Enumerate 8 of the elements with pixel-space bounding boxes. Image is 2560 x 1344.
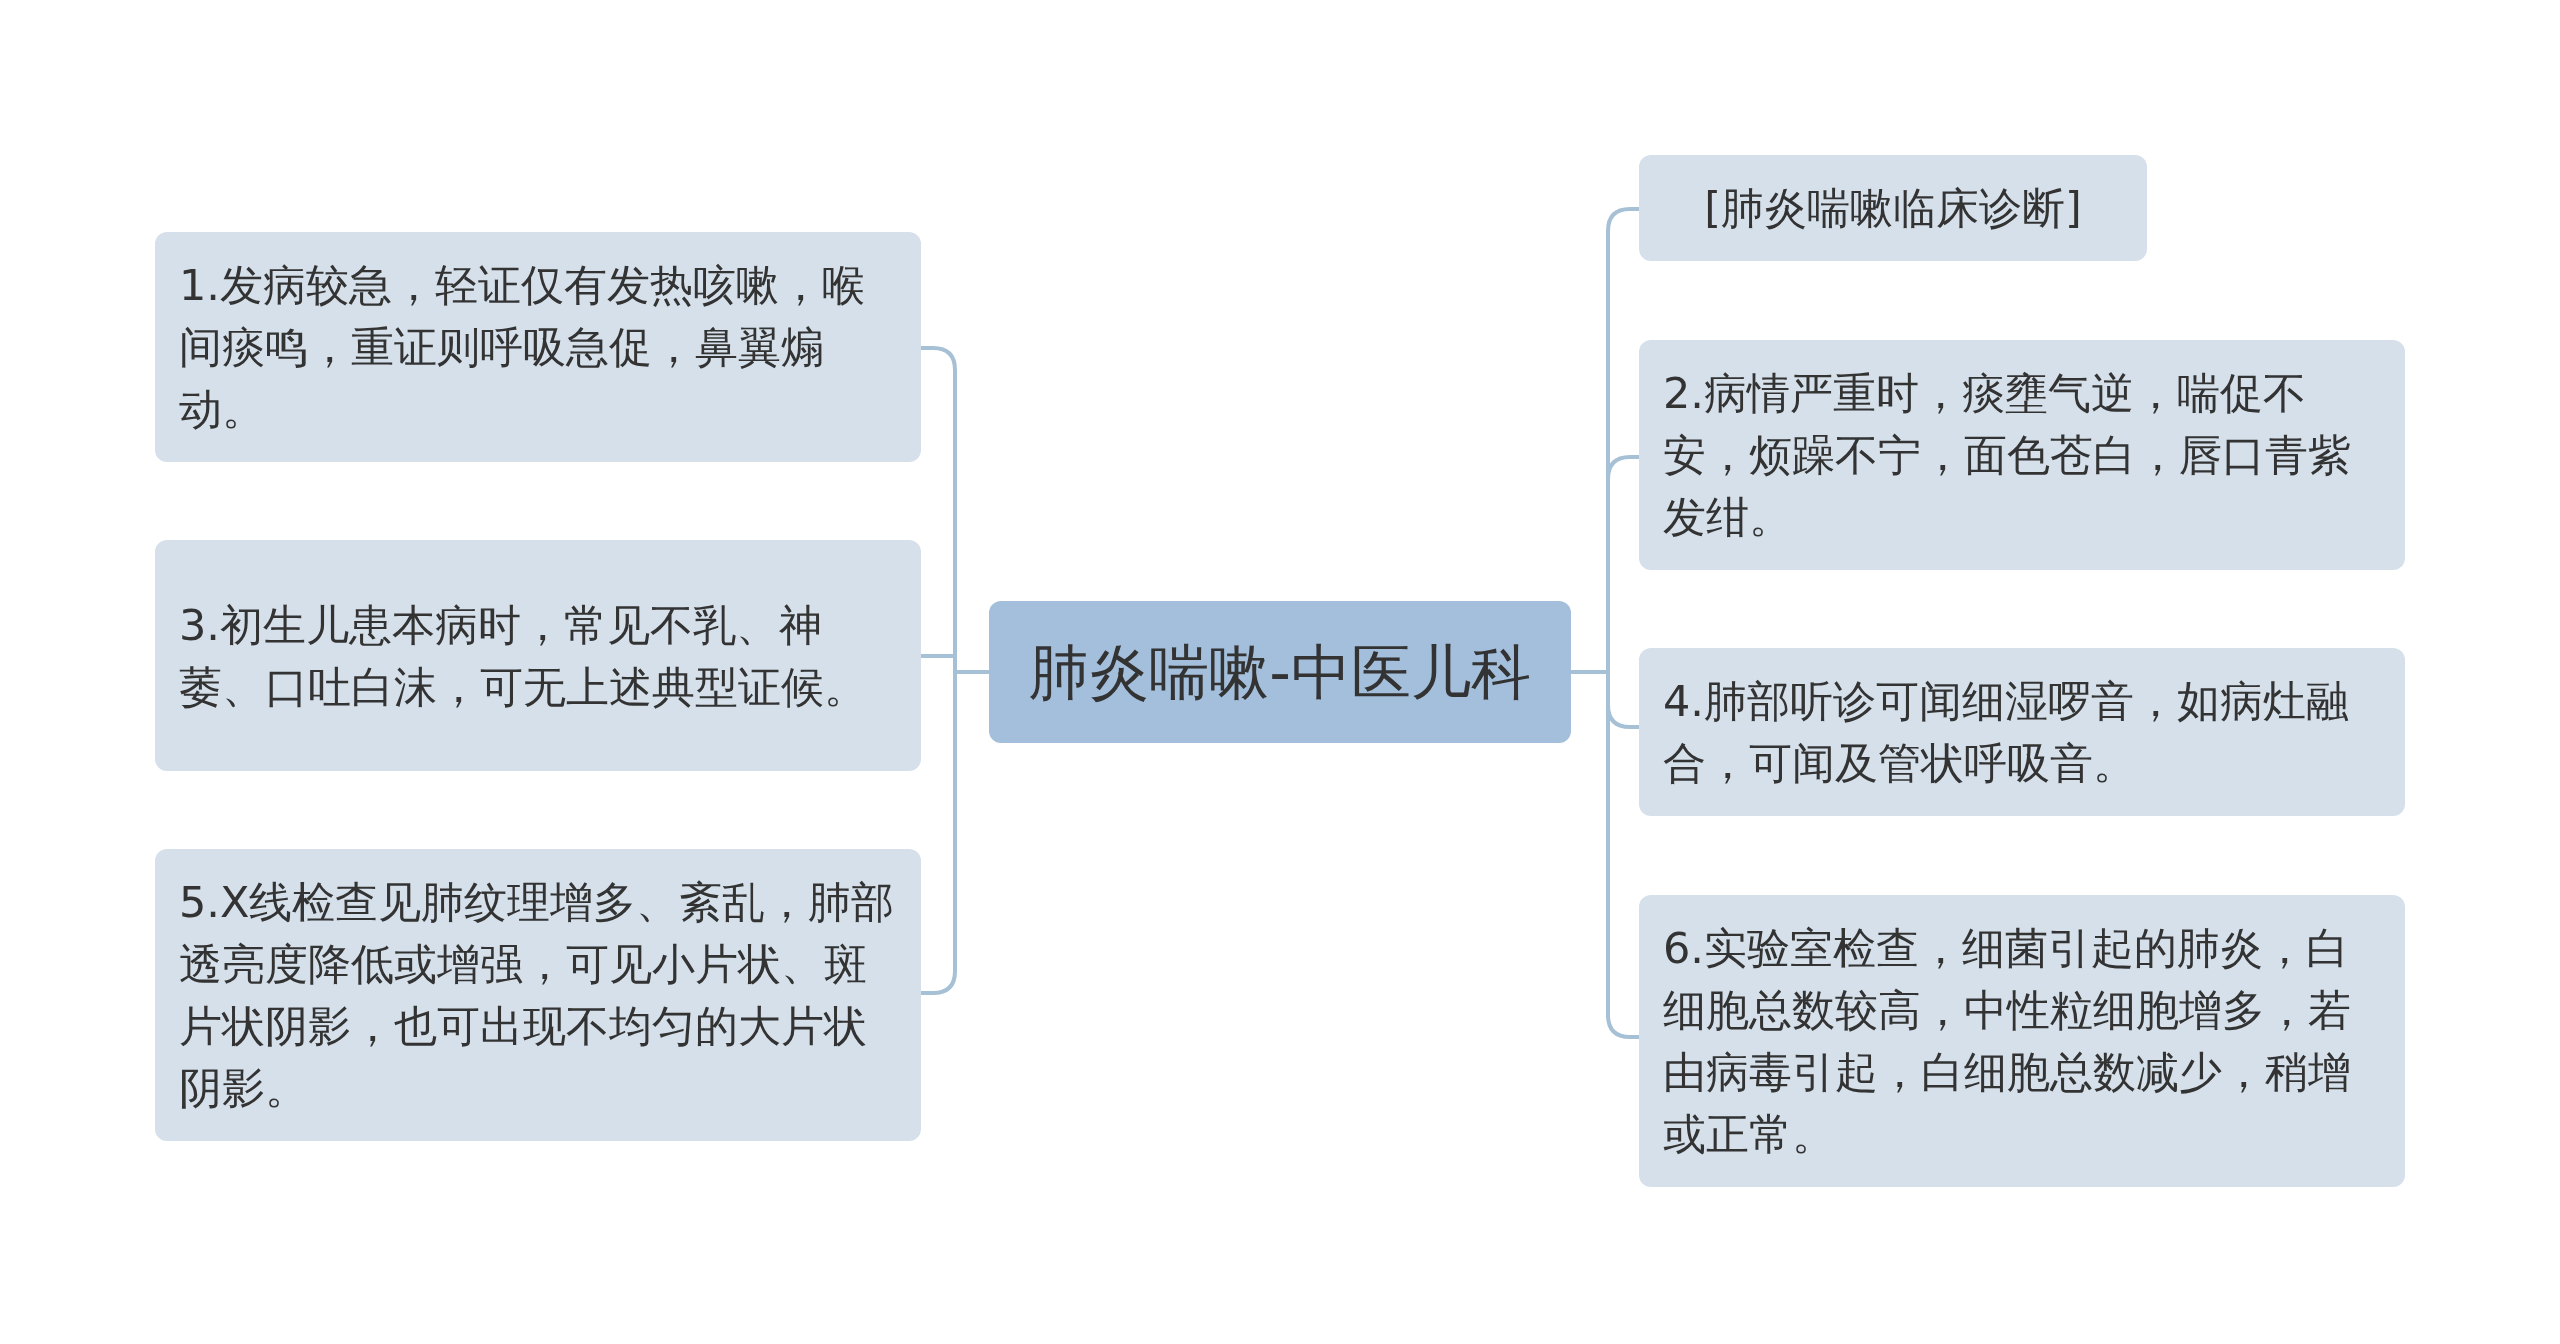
branch-box: 4.肺部听诊可闻细湿啰音，如病灶融合，可闻及管状呼吸音。 <box>1639 648 2405 816</box>
branch-box: 2.病情严重时，痰壅气逆，喘促不安，烦躁不宁，面色苍白，唇口青紫发绀。 <box>1639 340 2405 570</box>
branch-box: 5.X线检查见肺纹理增多、紊乱，肺部透亮度降低或增强，可见小片状、斑片状阴影，也可出现不均匀的大片状阴影。 <box>155 849 921 1141</box>
branch-box: 1.发病较急，轻证仅有发热咳嗽，喉间痰鸣，重证则呼吸急促，鼻翼煽动。 <box>155 232 921 462</box>
branch-box: 6.实验室检查，细菌引起的肺炎，白细胞总数较高，中性粒细胞增多，若由病毒引起，白细胞总数减少，稍增或正常。 <box>1639 895 2405 1187</box>
topic-box: 肺炎喘嗽-中医儿科 <box>989 601 1571 743</box>
branch-box: 3.初生儿患本病时，常见不乳、神萎、口吐白沫，可无上述典型证候。 <box>155 540 921 771</box>
branch-box: [肺炎喘嗽临床诊断] <box>1639 155 2147 261</box>
